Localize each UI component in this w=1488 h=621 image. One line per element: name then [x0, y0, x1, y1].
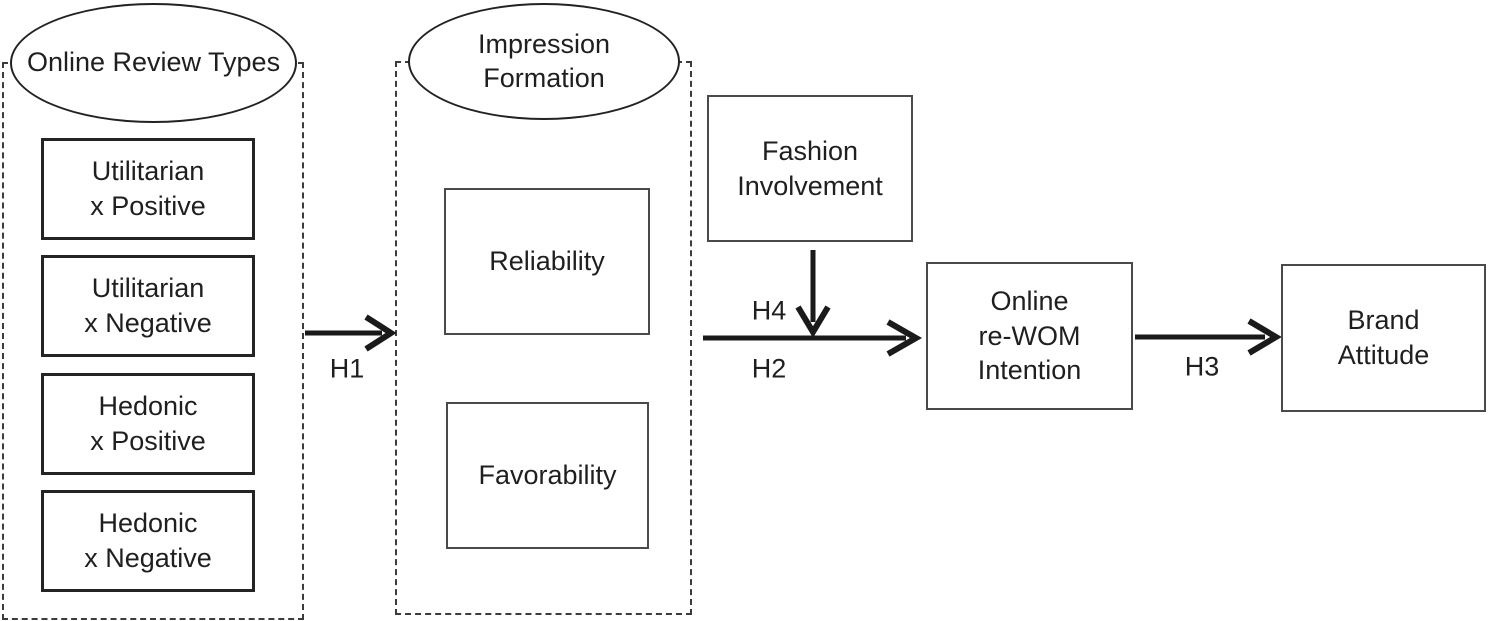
- impression-formation-title: Impression Formation: [477, 28, 611, 93]
- favorability-label: Favorability: [478, 460, 617, 491]
- reliability-label: Reliability: [489, 246, 605, 277]
- online-review-types-ellipse: Online Review Types: [10, 3, 297, 123]
- impression-formation-ellipse: Impression Formation: [408, 3, 680, 120]
- h3-label: H3: [1184, 351, 1220, 382]
- utilitarian-positive-box: Utilitarian x Positive: [41, 138, 255, 240]
- h4-label: H4: [751, 295, 787, 326]
- favorability-box: Favorability: [446, 402, 649, 549]
- brand-attitude-box: Brand Attitude: [1281, 264, 1486, 412]
- online-rewom-intention-label: Online re-WOM Intention: [977, 286, 1082, 386]
- online-review-types-title: Online Review Types: [26, 47, 281, 78]
- h2-arrow: [703, 319, 923, 357]
- h2-label: H2: [751, 353, 787, 384]
- utilitarian-positive-label: Utilitarian x Positive: [90, 156, 206, 221]
- online-rewom-intention-box: Online re-WOM Intention: [926, 262, 1133, 410]
- h1-arrow: [305, 314, 397, 352]
- fashion-involvement-box: Fashion Involvement: [707, 95, 913, 242]
- hedonic-positive-label: Hedonic x Positive: [90, 391, 206, 456]
- utilitarian-negative-label: Utilitarian x Negative: [84, 273, 212, 338]
- brand-attitude-label: Brand Attitude: [1337, 305, 1430, 370]
- reliability-box: Reliability: [444, 188, 650, 335]
- hedonic-negative-box: Hedonic x Negative: [41, 490, 255, 592]
- utilitarian-negative-box: Utilitarian x Negative: [41, 255, 255, 357]
- h3-arrow: [1135, 318, 1282, 356]
- hedonic-negative-label: Hedonic x Negative: [84, 508, 212, 573]
- h4-arrow: [795, 250, 831, 338]
- h1-label: H1: [329, 353, 365, 384]
- fashion-involvement-label: Fashion Involvement: [737, 135, 883, 201]
- hedonic-positive-box: Hedonic x Positive: [41, 373, 255, 475]
